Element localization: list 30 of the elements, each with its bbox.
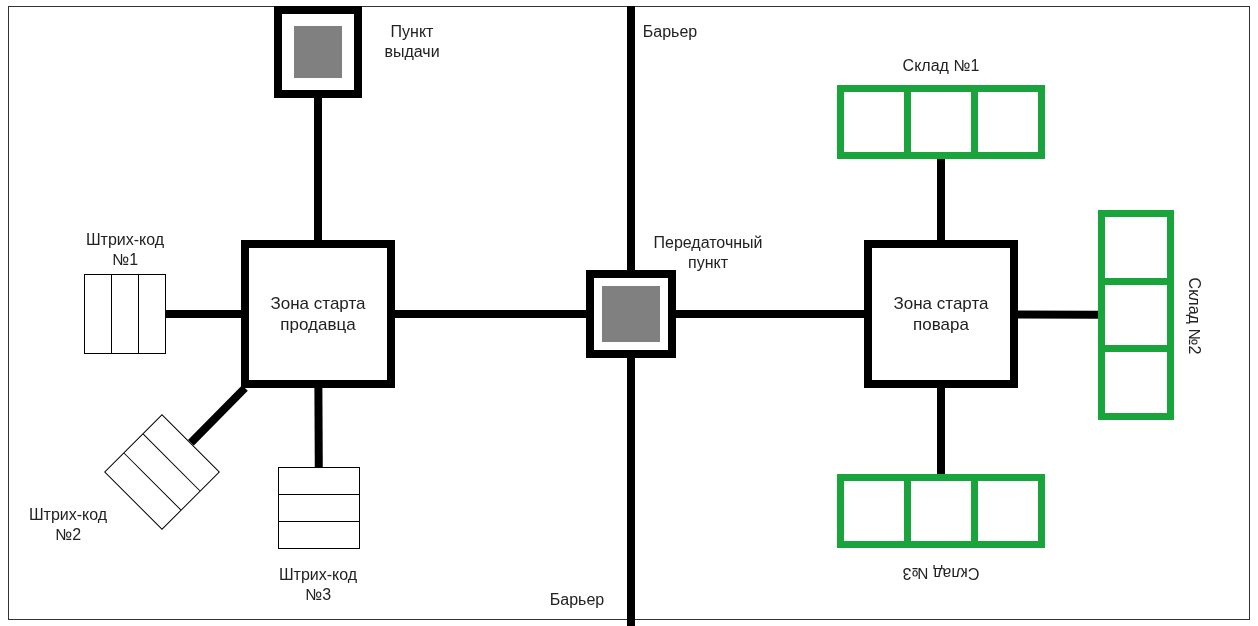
node-caption: Штрих-код №1 — [84, 230, 166, 270]
storage-rack — [837, 85, 1045, 159]
zone-box — [864, 240, 1018, 388]
node-caption: Пункт выдачи — [383, 22, 441, 62]
zone-label: Зона старта повара — [893, 292, 989, 336]
storage-rack — [1098, 210, 1174, 420]
barcode-station — [84, 274, 166, 354]
connector-line — [937, 159, 945, 240]
point-box — [586, 270, 676, 358]
node-caption: Склад №1 — [901, 56, 981, 76]
node-caption: Штрих-код №2 — [27, 505, 109, 545]
zone-box — [241, 240, 395, 388]
barcode-station — [278, 467, 360, 549]
connector-line — [1017, 310, 1099, 319]
connector-line — [187, 385, 248, 446]
connector-line — [314, 98, 322, 240]
node-caption: Склад №3 — [901, 564, 981, 583]
node-caption: Склад №2 — [1185, 276, 1204, 357]
connector-line — [676, 310, 864, 318]
connector-line — [937, 388, 945, 474]
node-caption: Штрих-код №3 — [277, 565, 359, 605]
barrier-label: Барьер — [549, 590, 605, 610]
connector-line — [314, 387, 323, 468]
point-box — [274, 6, 362, 98]
node-caption: Передаточный пункт — [652, 233, 764, 273]
connector-line — [166, 310, 241, 318]
storage-rack — [837, 474, 1045, 548]
zone-label: Зона старта продавца — [270, 292, 366, 336]
connector-line — [395, 310, 586, 318]
barrier-label: Барьер — [642, 22, 698, 42]
